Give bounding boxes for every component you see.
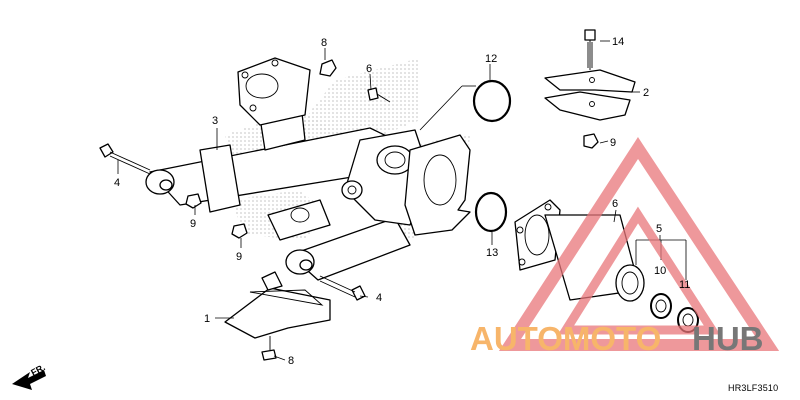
callout-6-top: 6 [366,63,372,75]
watermark: AUTOMOTO HUB [470,137,780,357]
callout-5: 5 [656,223,662,235]
bolt-14 [584,29,596,70]
callout-9-right: 9 [236,251,242,263]
callout-2: 2 [643,87,649,99]
o-rings [472,79,512,233]
callouts: 8 6 12 3 4 9 9 4 1 8 14 2 9 6 5 13 10 11 [114,36,690,367]
skid-guard-part-1 [224,271,331,339]
bracket-part-2 [544,69,636,121]
axle-housing-part-5 [514,199,645,302]
callout-6-right: 6 [612,198,618,210]
callout-8-top: 8 [321,37,327,49]
seal-10 [650,293,672,319]
callout-10: 10 [654,265,666,277]
callout-14: 14 [612,36,624,48]
callout-7: 8 [288,355,294,367]
callout-11: 11 [679,279,690,291]
callout-12: 12 [485,53,497,65]
watermark-text-gray: HUB [692,320,764,357]
nuts-8 [319,59,599,149]
callout-13: 13 [486,247,498,259]
callout-4-right: 4 [376,292,382,304]
front-arrow-icon [12,370,46,390]
watermark-text-orange: AUTOMOTO [470,320,661,357]
nuts-9 [185,193,248,239]
bolts-4 [99,143,366,301]
watermark-triangle-inner [557,206,721,335]
bolt-7 [261,336,277,361]
callout-9-left: 9 [190,218,196,230]
final-drive-mount-plate [404,134,471,236]
callout-1: 1 [204,313,210,325]
callout-3: 3 [212,115,218,127]
watermark-triangle-outer [498,137,780,351]
drawing-code: HR3LF3510 [728,383,778,393]
callout-4-left: 4 [114,177,120,189]
swingarm-frame [145,57,431,281]
front-direction-indicator: FR. [12,362,47,390]
callout-8-right: 9 [610,137,616,149]
leader-lines [117,40,687,361]
